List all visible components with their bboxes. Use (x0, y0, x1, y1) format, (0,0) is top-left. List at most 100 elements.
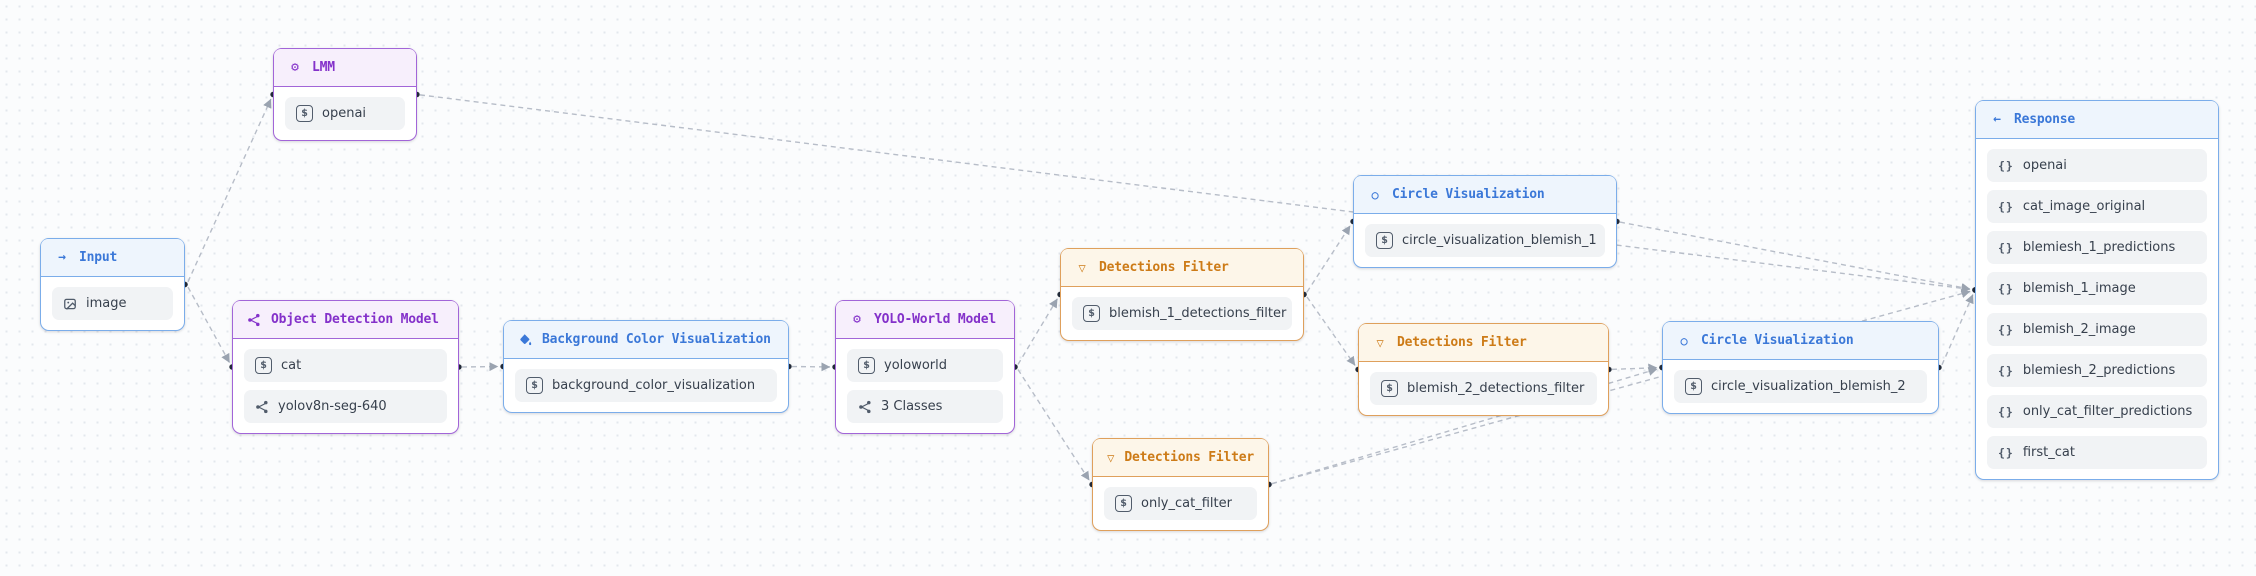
node-item[interactable]: {} cat_image_original (1987, 190, 2207, 223)
arrow-right-icon: → (58, 250, 66, 265)
node-detections-filter-only-cat[interactable]: ▽ Detections Filter $ only_cat_filter (1092, 438, 1269, 531)
gear-icon: ⚙ (853, 312, 861, 327)
node-title: LMM (312, 60, 335, 75)
node-response[interactable]: ← Response {} openai {} cat_image_origin… (1975, 100, 2219, 480)
molecule-icon (858, 400, 872, 414)
node-title: Input (79, 250, 118, 265)
node-yolo-header: ⚙ YOLO-World Model (836, 301, 1014, 339)
node-item[interactable]: $ circle_visualization_blemish_1 (1365, 224, 1605, 257)
node-background-color-visualization[interactable]: Background Color Visualization $ backgro… (503, 320, 789, 413)
braces-icon: {} (1998, 404, 2014, 419)
item-label: blemiesh_1_predictions (2022, 240, 2176, 255)
gear-icon: ⚙ (291, 60, 299, 75)
node-item[interactable]: {} blemish_2_image (1987, 313, 2207, 346)
item-label: background_color_visualization (552, 378, 756, 393)
string-parameter-icon: $ (1115, 495, 1132, 512)
item-label: blemiesh_2_predictions (2022, 363, 2176, 378)
braces-icon: {} (1998, 240, 2014, 255)
node-detections-filter-blemish-2[interactable]: ▽ Detections Filter $ blemish_2_detectio… (1358, 323, 1609, 416)
circle-icon: ○ (1680, 333, 1688, 348)
item-label: cat (281, 358, 302, 373)
item-label: 3 Classes (881, 399, 943, 414)
node-item[interactable]: $ blemish_2_detections_filter (1370, 372, 1597, 405)
item-label: first_cat (2022, 445, 2075, 460)
node-title: Detections Filter (1397, 335, 1527, 350)
string-parameter-icon: $ (1381, 380, 1398, 397)
node-item[interactable]: {} blemiesh_1_predictions (1987, 231, 2207, 264)
node-item[interactable]: $ openai (285, 97, 405, 130)
funnel-icon: ▽ (1078, 260, 1086, 275)
node-item[interactable]: {} openai (1987, 149, 2207, 182)
node-bcv-header: Background Color Visualization (504, 321, 788, 359)
item-label: yoloworld (884, 358, 948, 373)
item-label: openai (322, 106, 367, 121)
node-df1-header: ▽ Detections Filter (1061, 249, 1303, 287)
node-title: Object Detection Model (271, 312, 439, 327)
string-parameter-icon: $ (296, 105, 313, 122)
item-label: yolov8n-seg-640 (278, 399, 387, 414)
string-parameter-icon: $ (255, 357, 272, 374)
node-df3-header: ▽ Detections Filter (1093, 439, 1268, 477)
node-circle-visualization-blemish-2[interactable]: ○ Circle Visualization $ circle_visualiz… (1662, 321, 1939, 414)
node-item[interactable]: $ yoloworld (847, 349, 1003, 382)
string-parameter-icon: $ (1083, 305, 1100, 322)
node-item[interactable]: $ cat (244, 349, 447, 382)
node-title: YOLO-World Model (874, 312, 997, 327)
item-label: blemish_2_detections_filter (1407, 381, 1585, 396)
braces-icon: {} (1998, 158, 2014, 173)
item-label: cat_image_original (2022, 199, 2146, 214)
node-item[interactable]: {} only_cat_filter_predictions (1987, 395, 2207, 428)
item-label: openai (2022, 158, 2067, 173)
item-label: blemish_2_image (2022, 322, 2136, 337)
funnel-icon: ▽ (1107, 450, 1115, 465)
node-title: Background Color Visualization (542, 332, 771, 347)
molecule-icon (255, 400, 269, 414)
braces-icon: {} (1998, 199, 2014, 214)
node-item[interactable]: {} blemish_1_image (1987, 272, 2207, 305)
node-title: Detections Filter (1099, 260, 1229, 275)
node-item[interactable]: {} blemiesh_2_predictions (1987, 354, 2207, 387)
node-yolo-world-model[interactable]: ⚙ YOLO-World Model $ yoloworld 3 Classes (835, 300, 1015, 434)
node-lmm-header: ⚙ LMM (274, 49, 416, 87)
node-circle-visualization-blemish-1[interactable]: ○ Circle Visualization $ circle_visualiz… (1353, 175, 1617, 268)
item-label: circle_visualization_blemish_2 (1711, 379, 1906, 394)
node-item[interactable]: image (52, 287, 173, 320)
item-label: only_cat_filter (1141, 496, 1232, 511)
node-odm-header: Object Detection Model (233, 301, 458, 339)
string-parameter-icon: $ (1685, 378, 1702, 395)
braces-icon: {} (1998, 322, 2014, 337)
item-label: image (86, 296, 127, 311)
item-label: circle_visualization_blemish_1 (1402, 233, 1597, 248)
node-object-detection-model[interactable]: Object Detection Model $ cat yolov8n-seg… (232, 300, 459, 434)
node-item[interactable]: {} first_cat (1987, 436, 2207, 469)
node-response-header: ← Response (1976, 101, 2218, 139)
node-cv1-header: ○ Circle Visualization (1354, 176, 1616, 214)
string-parameter-icon: $ (858, 357, 875, 374)
arrow-left-icon: ← (1993, 112, 2001, 127)
node-title: Response (2014, 112, 2076, 127)
braces-icon: {} (1998, 445, 2014, 460)
image-icon (63, 297, 77, 311)
node-item[interactable]: $ blemish_1_detections_filter (1072, 297, 1292, 330)
node-item[interactable]: 3 Classes (847, 390, 1003, 423)
node-cv2-header: ○ Circle Visualization (1663, 322, 1938, 360)
item-label: blemish_1_image (2022, 281, 2136, 296)
node-item[interactable]: $ circle_visualization_blemish_2 (1674, 370, 1927, 403)
node-df2-header: ▽ Detections Filter (1359, 324, 1608, 362)
node-input[interactable]: → Input image (40, 238, 185, 331)
node-title: Detections Filter (1124, 450, 1254, 465)
braces-icon: {} (1998, 363, 2014, 378)
node-item[interactable]: $ background_color_visualization (515, 369, 777, 402)
braces-icon: {} (1998, 281, 2014, 296)
node-lmm[interactable]: ⚙ LMM $ openai (273, 48, 417, 141)
string-parameter-icon: $ (526, 377, 543, 394)
item-label: blemish_1_detections_filter (1109, 306, 1287, 321)
node-detections-filter-blemish-1[interactable]: ▽ Detections Filter $ blemish_1_detectio… (1060, 248, 1304, 341)
node-item[interactable]: yolov8n-seg-640 (244, 390, 447, 423)
paint-bucket-icon (518, 333, 532, 347)
circle-icon: ○ (1371, 187, 1379, 202)
node-item[interactable]: $ only_cat_filter (1104, 487, 1257, 520)
funnel-icon: ▽ (1376, 335, 1384, 350)
item-label: only_cat_filter_predictions (2022, 404, 2193, 419)
